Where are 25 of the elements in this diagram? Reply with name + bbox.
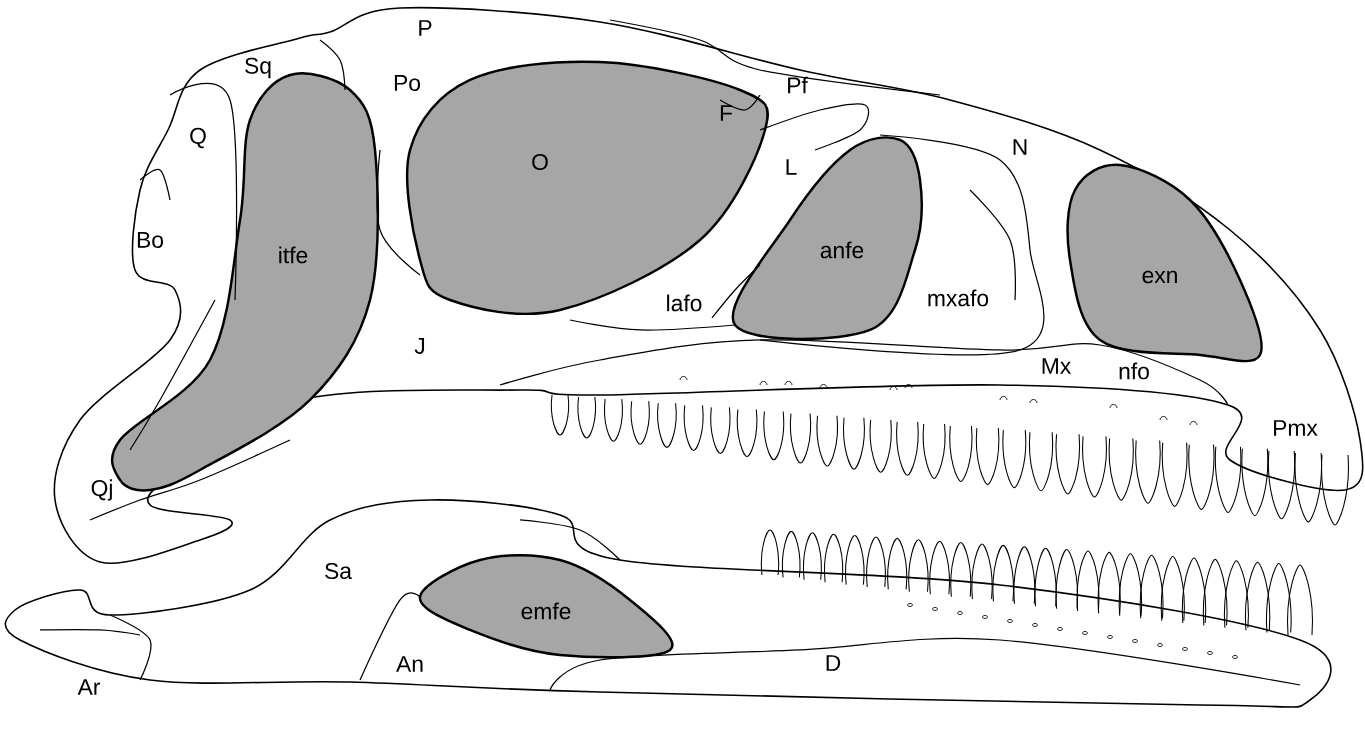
bone-label: Q <box>190 127 206 149</box>
bone-label: exn <box>1142 270 1177 284</box>
bone-label: Bo <box>137 232 163 248</box>
bone-label: F <box>720 105 733 121</box>
bone-label: lafo <box>667 294 702 312</box>
bone-label: Mx <box>1042 358 1071 374</box>
bone-label: emfe <box>521 602 571 620</box>
bone-label: Qj <box>91 479 112 501</box>
bone-label: P <box>419 20 432 36</box>
bone-label: D <box>826 655 841 671</box>
bone-label: Pf <box>788 76 808 94</box>
bone-label: Sq <box>245 57 271 79</box>
bone-label: Ar <box>77 679 101 695</box>
bone-label: Po <box>394 75 420 91</box>
bone-label: An <box>396 656 423 672</box>
bone-label: itfe <box>279 246 308 264</box>
bone-label: Sa <box>325 562 352 580</box>
bone-label: Pmx <box>1274 420 1318 436</box>
bone-label: N <box>1013 139 1027 155</box>
bone-label: J <box>414 338 425 354</box>
bone-label: mxafo <box>928 289 989 307</box>
bone-label: anfe <box>820 241 864 259</box>
bone-label: L <box>786 159 797 175</box>
bone-label: O <box>532 153 548 171</box>
bone-label: nfo <box>1119 362 1149 380</box>
